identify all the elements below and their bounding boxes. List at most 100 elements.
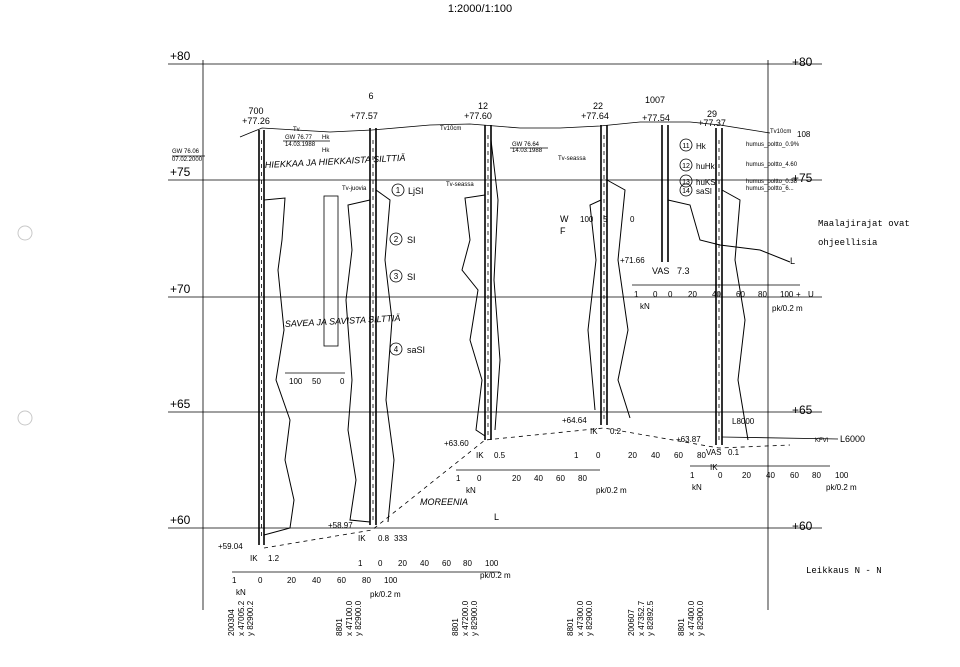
- sample-13-num: 13: [682, 179, 690, 186]
- sample-3-num: 3: [394, 272, 399, 281]
- punch-hole-bottom: [17, 410, 33, 426]
- coord-6: 8801 x 47400.0 y 82900.0: [677, 600, 705, 636]
- end-29-kfvi: KFVI: [815, 438, 829, 444]
- vane-f: F: [560, 226, 566, 236]
- coord-4: 8801 x 47300.0 y 82900.0: [566, 600, 594, 636]
- end-700-val: 1.2: [268, 554, 280, 563]
- sample-1-num: 1: [396, 186, 401, 195]
- tv-juovia: Tv-juovia: [342, 186, 367, 192]
- end-29-l8000: L8000: [732, 417, 755, 426]
- vane-l: L: [790, 256, 795, 266]
- vane-curve: [667, 199, 791, 263]
- maalaji-note-1: Maalajirajat ovat: [818, 219, 910, 229]
- coord-5-x: x 47352.7: [637, 600, 646, 636]
- hole-29: [715, 128, 749, 445]
- end-6-val2: 333: [394, 534, 408, 543]
- annotation-savea: SAVEA JA SAVISTA SILTTIÄ: [285, 313, 401, 329]
- level-65-right: +65: [792, 403, 813, 417]
- h29-humus-09: humus_poltto_0.9%: [746, 142, 800, 148]
- hole22-gw-date: 14.03.1988: [512, 148, 543, 154]
- sample-11: 11 Hk: [679, 138, 707, 152]
- vane-val: 7.3: [677, 266, 690, 276]
- probe-12-left: [461, 194, 486, 437]
- level-80-left: +80: [170, 49, 191, 63]
- vane-5: 5: [603, 215, 608, 224]
- hole-1007: [661, 125, 791, 263]
- h29-humus-38: humus_poltto_0.38: [746, 179, 798, 185]
- axis5-t1: 1: [690, 471, 695, 480]
- probe-22-right: [606, 179, 631, 419]
- axis3-t40: 40: [534, 474, 543, 483]
- level-75-right: +75: [792, 171, 813, 185]
- end-29-l6000: L6000: [840, 434, 865, 444]
- punch-hole-top: [17, 225, 33, 241]
- axis2-t1: 1: [358, 559, 363, 568]
- probe-700: [263, 197, 295, 536]
- h29-108: 108: [797, 130, 811, 139]
- hole-12-id: 12: [478, 101, 488, 111]
- hole-12: [461, 125, 501, 440]
- level-65-left: +65: [170, 397, 191, 411]
- hole6-hk1: Hk: [322, 135, 330, 141]
- axis5-t20: 20: [742, 471, 751, 480]
- end-29-vas: VAS: [706, 448, 721, 457]
- sample-column: [323, 195, 339, 347]
- axis-t1: 1: [232, 576, 237, 585]
- sample-4-soil: saSI: [407, 345, 425, 355]
- sample-1: 1 LjSI: [391, 183, 424, 197]
- axis-t60: 60: [337, 576, 346, 585]
- axis5-unit: pk/0.2 m: [826, 483, 857, 492]
- axis-unit: pk/0.2 m: [370, 590, 401, 599]
- hole-12-elev: +77.60: [464, 111, 492, 121]
- sample-3-soil: SI: [407, 272, 416, 282]
- scale-title: 1:2000/1:100: [448, 3, 512, 15]
- bedrock-line: [263, 427, 791, 549]
- coord-2-y: y 82900.0: [354, 600, 363, 636]
- axis2-t0: 0: [378, 559, 383, 568]
- vane-100: 100: [580, 215, 594, 224]
- end-29-val: 0.1: [728, 448, 740, 457]
- end-22-ik: IK: [590, 427, 598, 436]
- coord-3-id: 8801: [451, 618, 460, 636]
- level-80-right: +80: [792, 55, 813, 69]
- level-70-left: +70: [170, 282, 191, 296]
- scale-left-50: 50: [312, 377, 321, 386]
- axis5-t80: 80: [812, 471, 821, 480]
- ground-surface: [239, 121, 771, 138]
- end-22-val: 0.2: [610, 427, 622, 436]
- coord-6-id: 8801: [677, 618, 686, 636]
- end-6-elev: +58.97: [328, 521, 353, 530]
- coord-3-x: x 47200.0: [461, 600, 470, 636]
- gw-left-label: GW 76.06: [172, 149, 200, 155]
- tv10cm-12: Tv10cm: [440, 126, 461, 132]
- h29-humus-6: humus_poltto_6...: [746, 186, 794, 192]
- coord-4-y: y 82900.0: [585, 600, 594, 636]
- vs-100: 100: [780, 290, 794, 299]
- sample-1-soil: LjSI: [408, 186, 424, 196]
- axis4-t80: 80: [697, 451, 706, 460]
- level-60-left: +60: [170, 513, 191, 527]
- hole-29-elev: +77.37: [698, 118, 726, 128]
- sample-2-soil: SI: [407, 235, 416, 245]
- axis5-t100: 100: [835, 471, 849, 480]
- annotation-hiekkaa: HIEKKAA JA HIEKKAISTA SILTTIÄ: [265, 153, 406, 170]
- sample-2-num: 2: [394, 235, 399, 244]
- vs-kn: kN: [640, 302, 650, 311]
- sample-12: 12 huHk: [679, 158, 716, 172]
- hole-6: [323, 128, 395, 525]
- probe-6-right: [375, 189, 395, 523]
- axis4-t40: 40: [651, 451, 660, 460]
- hole6-gw-date: 14.03.1988: [285, 142, 316, 148]
- axis4-t20: 20: [628, 451, 637, 460]
- end-29-ik: IK: [710, 463, 718, 472]
- axis5-t40: 40: [766, 471, 775, 480]
- axis3-kn: kN: [466, 486, 476, 495]
- coord-2-x: x 47100.0: [345, 600, 354, 636]
- axis-hole-22: 1 0 20 40 60 80: [574, 451, 706, 460]
- hole-22-elev: +77.64: [581, 111, 609, 121]
- coord-6-y: y 82900.0: [696, 600, 705, 636]
- sample-2: 2 SI: [389, 232, 416, 246]
- coord-5-id: 200607: [627, 609, 636, 636]
